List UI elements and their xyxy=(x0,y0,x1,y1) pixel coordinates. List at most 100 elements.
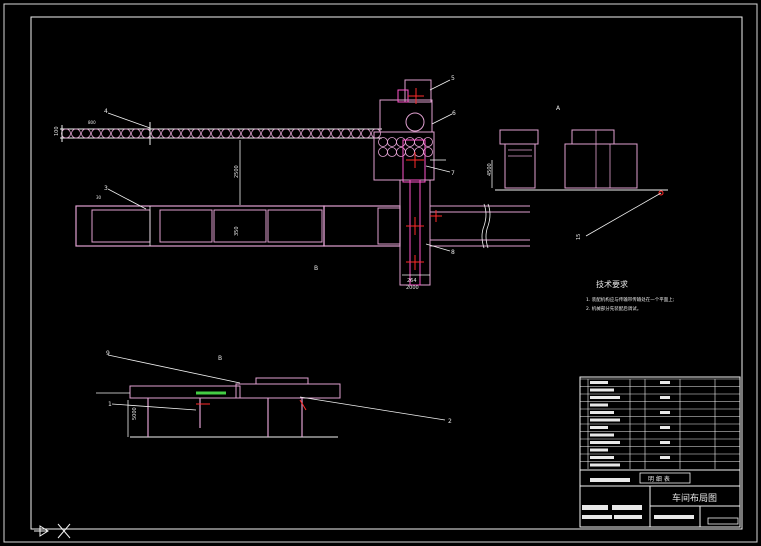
roller-conveyor-top: 100 800 xyxy=(54,120,382,145)
roller xyxy=(387,137,397,147)
roller xyxy=(151,128,161,139)
balloon-number: 8 xyxy=(451,249,455,256)
table-cell-text xyxy=(590,463,620,467)
roller xyxy=(414,147,424,157)
roller xyxy=(141,128,151,139)
view-b-elevation: B B 5000 xyxy=(96,265,446,438)
drawing-title: 车间布局图 xyxy=(672,492,717,504)
roller xyxy=(291,128,301,139)
tech-requirements-title: 技术要求 xyxy=(596,279,628,289)
balloon-number: 6 xyxy=(452,110,456,117)
roller xyxy=(131,128,141,139)
dimension-label: 2500 xyxy=(234,165,240,178)
roller xyxy=(111,128,121,139)
roller xyxy=(387,147,397,157)
table-cell-text xyxy=(590,441,620,444)
roller xyxy=(281,128,291,139)
balloon-number: 15 xyxy=(576,234,582,240)
dimension-label: 5000 xyxy=(132,407,138,420)
table-cell-text xyxy=(590,426,608,429)
table-cell-text xyxy=(590,418,620,422)
sheet-corner-markers xyxy=(34,523,71,539)
roller xyxy=(161,128,171,139)
view-label-b: B xyxy=(218,355,222,362)
balloon-leaders xyxy=(107,79,453,252)
dimension-label: 800 xyxy=(88,120,96,125)
balloon-number: 5 xyxy=(451,75,455,82)
roller xyxy=(201,128,211,139)
roller xyxy=(261,128,271,139)
roller xyxy=(271,128,281,139)
table-cell-text xyxy=(590,403,608,407)
roller xyxy=(414,137,424,147)
table-cell-text xyxy=(660,456,670,459)
roller xyxy=(331,128,341,139)
roller xyxy=(301,128,311,139)
technical-requirements: 技术要求 1. 装配机构应与传输带传输处在一个平面上; 2. 机械部分先装配后调… xyxy=(586,279,674,312)
dimension-label: 350 xyxy=(234,226,240,236)
table-cell-text xyxy=(660,426,670,429)
view-label-a: A xyxy=(556,105,561,112)
tech-requirement-line: 1. 装配机构应与传输带传输处在一个平面上; xyxy=(586,296,674,303)
roller xyxy=(361,128,371,139)
roller xyxy=(396,137,406,147)
roller xyxy=(91,128,101,139)
belt-conveyor-main: 350 30 xyxy=(75,195,530,249)
vertical-shaft-assembly: 264 2000 xyxy=(399,179,431,291)
balloon-number: 7 xyxy=(451,170,455,177)
roller xyxy=(251,128,261,139)
parts-list-table xyxy=(580,378,740,469)
tech-requirement-line: 2. 机械部分先装配后调试。 xyxy=(586,305,641,312)
roller xyxy=(321,128,331,139)
dimension-label: 264 xyxy=(407,278,417,284)
table-cell-text xyxy=(590,381,608,384)
table-cell-text xyxy=(660,396,670,399)
dimension-label: 2000 xyxy=(406,285,419,291)
roller xyxy=(341,128,351,139)
parts-list-header: 明 细 表 xyxy=(648,475,670,483)
roller xyxy=(121,128,131,139)
roller xyxy=(171,128,181,139)
balloon-number: 9 xyxy=(106,350,110,357)
roller xyxy=(423,137,433,147)
roller xyxy=(405,147,415,157)
table-cell-text xyxy=(590,396,620,399)
roller xyxy=(378,137,388,147)
balloon-marker xyxy=(658,190,664,196)
roller xyxy=(371,128,381,139)
view-a-elevation: A 4500 xyxy=(487,105,668,237)
dimension-label: 4500 xyxy=(487,163,493,176)
table-cell-text xyxy=(660,381,670,384)
roller xyxy=(101,128,111,139)
table-cell-text xyxy=(590,433,614,437)
roller xyxy=(71,128,81,139)
roller xyxy=(241,128,251,139)
roller xyxy=(351,128,361,139)
roller xyxy=(311,128,321,139)
sheet-outer-border xyxy=(3,3,758,543)
roller xyxy=(61,128,71,139)
roller xyxy=(221,128,231,139)
roller xyxy=(396,147,406,157)
dimension-label: 30 xyxy=(96,195,102,200)
balloon-number: 2 xyxy=(448,418,452,425)
station-roller-row xyxy=(378,137,433,157)
roller xyxy=(81,128,91,139)
roller xyxy=(378,147,388,157)
dimension-label: 100 xyxy=(54,126,60,136)
table-cell-text xyxy=(590,388,614,392)
roller xyxy=(181,128,191,139)
roller xyxy=(423,147,433,157)
transfer-station-top-view xyxy=(373,79,446,183)
table-cell-text xyxy=(590,456,614,459)
roller xyxy=(211,128,221,139)
balloon-number: 4 xyxy=(104,108,108,115)
table-cell-text xyxy=(590,411,614,414)
table-cell-text xyxy=(660,411,670,414)
roller xyxy=(231,128,241,139)
sheet-inner-border xyxy=(30,16,743,530)
table-cell-text xyxy=(590,448,608,452)
roller xyxy=(405,137,415,147)
balloon-number: 1 xyxy=(108,401,112,408)
